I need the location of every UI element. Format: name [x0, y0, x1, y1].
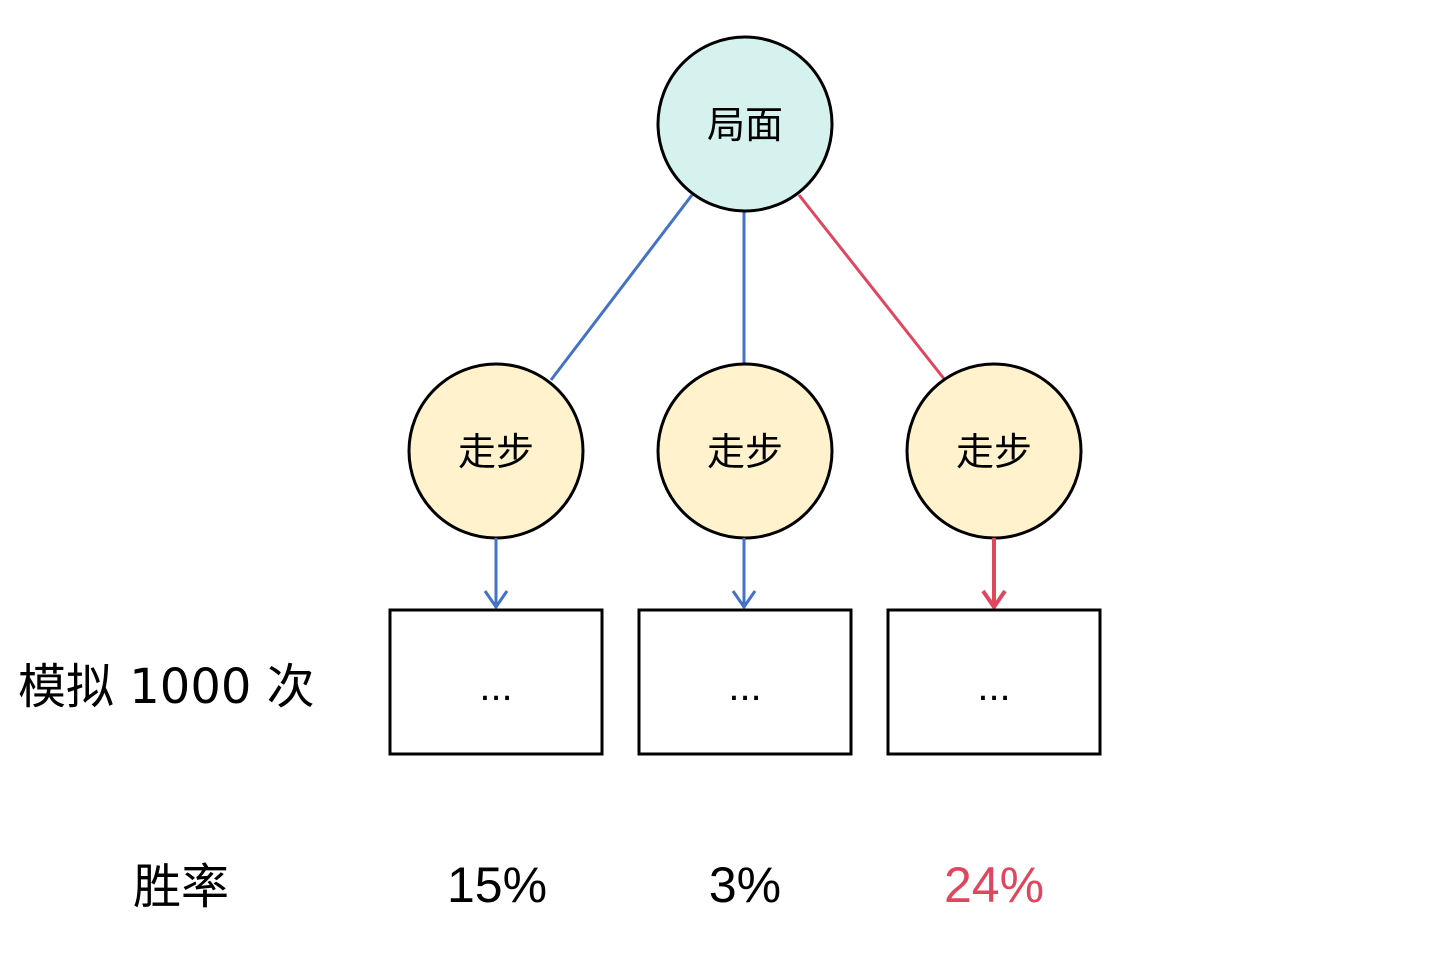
arrow-move-1	[483, 538, 509, 610]
simulation-box-3: ...	[886, 608, 1102, 756]
move-node-2-label: 走步	[707, 430, 783, 474]
edge-root-move-3	[797, 194, 947, 381]
win-rate-1: 15%	[447, 857, 547, 913]
move-node-1-label: 走步	[458, 430, 534, 474]
simulation-count-label: 模拟 1000 次	[18, 659, 315, 715]
move-node-3: 走步	[905, 362, 1083, 540]
move-node-1: 走步	[407, 362, 585, 540]
simulation-box-3-ellipsis: ...	[977, 665, 1010, 709]
move-node-3-label: 走步	[956, 430, 1032, 474]
move-node-2: 走步	[656, 362, 834, 540]
simulation-box-2-ellipsis: ...	[728, 665, 761, 709]
win-rate-label: 胜率	[133, 859, 229, 915]
simulation-box-1-ellipsis: ...	[479, 665, 512, 709]
root-node-circle	[656, 35, 834, 213]
simulation-box-1: ...	[388, 608, 604, 756]
root-node: 局面	[656, 35, 834, 213]
win-rate-3: 24%	[944, 857, 1044, 913]
root-node-label: 局面	[707, 103, 783, 147]
edge-root-move-1	[549, 194, 694, 381]
simulation-box-2: ...	[637, 608, 853, 756]
arrow-move-2	[731, 538, 757, 610]
arrow-move-3	[981, 538, 1007, 611]
win-rate-2: 3%	[709, 857, 781, 913]
